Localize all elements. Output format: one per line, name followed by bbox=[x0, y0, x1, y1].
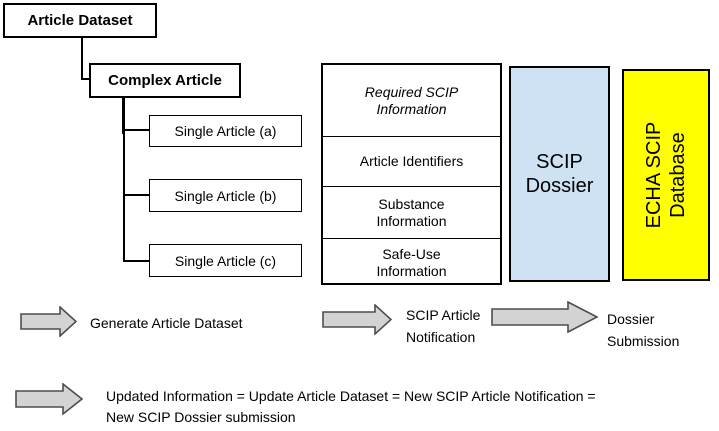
info-table-row-safe-use-information: Safe-Use Information bbox=[323, 238, 500, 286]
single-article-b-label: Single Article (b) bbox=[174, 187, 277, 204]
connector-root-horizontal bbox=[81, 78, 90, 80]
update-arrow-icon bbox=[15, 383, 83, 415]
safe-use-information-label: Safe-Use Information bbox=[376, 245, 447, 279]
flow-arrow-2-icon bbox=[322, 304, 392, 335]
connector-branch-a bbox=[125, 129, 149, 131]
connector-complex-vertical-thick bbox=[122, 98, 125, 134]
echa-scip-database-label: ECHA SCIP Database bbox=[643, 121, 689, 229]
connector-complex-vertical bbox=[123, 133, 125, 262]
scip-dossier-box: SCIP Dossier bbox=[509, 66, 610, 282]
required-scip-info-table: Required SCIP Information Article Identi… bbox=[321, 63, 502, 285]
generate-article-dataset-caption: Generate Article Dataset bbox=[90, 315, 243, 331]
connector-root-vertical bbox=[81, 38, 83, 80]
info-table-row-substance-information: Substance Information bbox=[323, 186, 500, 238]
single-article-b-box: Single Article (b) bbox=[149, 179, 302, 212]
info-table-header-label: Required SCIP Information bbox=[364, 83, 459, 117]
update-note-text: Updated Information = Update Article Dat… bbox=[106, 388, 596, 425]
scip-dossier-label: SCIP Dossier bbox=[525, 151, 594, 197]
complex-article-box: Complex Article bbox=[89, 63, 241, 98]
single-article-a-box: Single Article (a) bbox=[149, 115, 302, 147]
dossier-submission-caption: Dossier Submission bbox=[607, 311, 680, 349]
article-dataset-label: Article Dataset bbox=[27, 12, 133, 29]
single-article-c-label: Single Article (c) bbox=[174, 252, 277, 269]
single-article-c-box: Single Article (c) bbox=[149, 244, 302, 277]
flow-arrow-3-icon bbox=[491, 301, 598, 333]
single-article-a-label: Single Article (a) bbox=[174, 123, 277, 139]
complex-article-label: Complex Article bbox=[108, 72, 222, 89]
flow-arrow-1-icon bbox=[20, 306, 77, 337]
scip-article-notification-caption: SCIP Article Notification bbox=[406, 307, 481, 345]
article-identifiers-label: Article Identifiers bbox=[359, 153, 464, 169]
echa-scip-database-box: ECHA SCIP Database bbox=[622, 69, 710, 281]
article-dataset-box: Article Dataset bbox=[3, 3, 157, 38]
substance-information-label: Substance Information bbox=[376, 195, 447, 229]
connector-branch-c bbox=[125, 260, 149, 262]
connector-branch-b bbox=[125, 194, 149, 196]
info-table-row-article-identifiers: Article Identifiers bbox=[323, 136, 500, 186]
info-table-header: Required SCIP Information bbox=[323, 65, 500, 136]
